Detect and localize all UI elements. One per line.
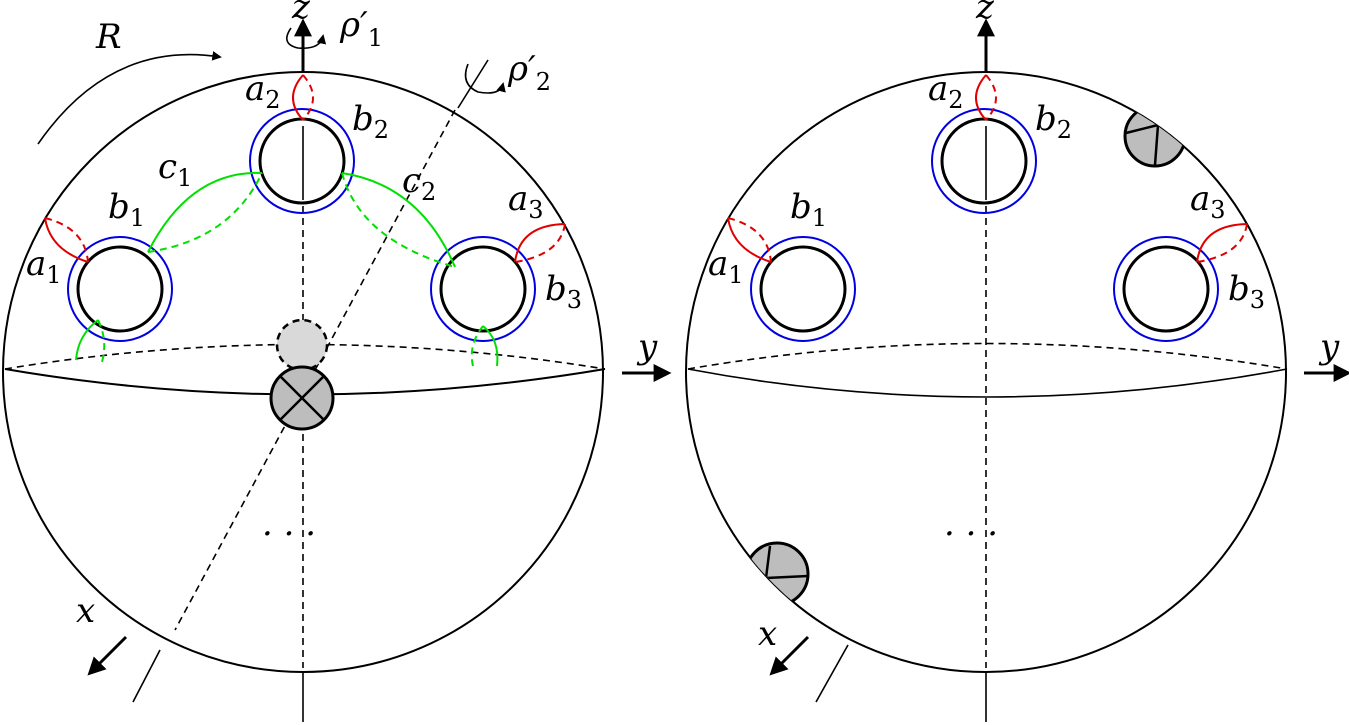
right-hole-1 bbox=[759, 245, 847, 333]
label-R: R bbox=[95, 17, 122, 57]
right-crosscap-bottom bbox=[744, 541, 810, 607]
label-rho1: ρ′1 bbox=[339, 5, 383, 52]
left-green-lower-1 bbox=[75, 319, 99, 361]
left-c1-curve-back bbox=[147, 172, 263, 253]
label-c2: c2 bbox=[402, 161, 436, 206]
right-a1-curve bbox=[727, 217, 772, 263]
left-sphere-diagram bbox=[2, 18, 672, 722]
label-x-right: x bbox=[758, 614, 777, 654]
right-x-axis-outer bbox=[815, 644, 849, 703]
right-a2-curve-back bbox=[985, 74, 997, 121]
left-rho1-rotation-icon bbox=[286, 27, 327, 50]
left-rho2-axis-bottom bbox=[132, 649, 161, 703]
left-rho2-axis-dashed bbox=[174, 109, 456, 631]
left-hole-2 bbox=[258, 117, 346, 205]
label-z-left: z bbox=[291, 0, 311, 27]
right-a2-curve bbox=[975, 74, 987, 121]
left-x-axis-arrow bbox=[87, 635, 128, 676]
label-b1-left: b1 bbox=[108, 187, 145, 232]
left-crosscap-back bbox=[275, 318, 329, 372]
label-b3-right: b3 bbox=[1228, 269, 1265, 314]
left-a2-curve-back bbox=[302, 74, 314, 121]
label-z-right: z bbox=[975, 0, 995, 27]
left-a3-curve-back bbox=[514, 223, 566, 263]
label-c1: c1 bbox=[158, 147, 192, 192]
left-crosscap-x-2 bbox=[279, 375, 325, 421]
right-equator-back bbox=[687, 342, 1288, 370]
left-green-lower-3-back bbox=[470, 325, 484, 367]
label-a2-left: a2 bbox=[245, 69, 281, 114]
left-hole-3 bbox=[439, 245, 527, 333]
right-hole-1-blue bbox=[750, 236, 856, 342]
right-crosscap-top bbox=[1123, 104, 1187, 168]
label-b3-left: b3 bbox=[545, 269, 582, 314]
left-a1-curve-back bbox=[44, 217, 89, 263]
left-rho2-axis-top bbox=[457, 59, 489, 109]
left-rho2-rotation-icon bbox=[464, 63, 506, 94]
right-hole-2 bbox=[940, 117, 1028, 205]
left-hole-1 bbox=[76, 245, 164, 333]
right-hole-3-blue bbox=[1113, 236, 1219, 342]
label-a3-left: a3 bbox=[508, 179, 544, 224]
label-a1-left: a1 bbox=[26, 244, 62, 289]
label-b2-left: b2 bbox=[352, 99, 389, 144]
left-r-rotation-arrow bbox=[37, 51, 222, 145]
right-a3-curve bbox=[1196, 223, 1248, 263]
left-a1-curve bbox=[44, 217, 89, 263]
right-sphere-diagram bbox=[685, 18, 1349, 722]
left-hole-3-blue bbox=[430, 236, 536, 342]
label-rho2: ρ′2 bbox=[507, 49, 551, 96]
right-hole-3 bbox=[1122, 245, 1210, 333]
label-y-left: y bbox=[636, 327, 658, 367]
label-b2-right: b2 bbox=[1035, 99, 1072, 144]
label-a1-right: a1 bbox=[708, 244, 744, 289]
label-b1-right: b1 bbox=[790, 187, 827, 232]
right-hole-2-blue bbox=[931, 108, 1037, 214]
right-x-axis-arrow bbox=[769, 635, 810, 676]
label-dots-left: · · · bbox=[262, 514, 316, 554]
right-a1-curve-back bbox=[727, 217, 772, 263]
left-a3-curve bbox=[514, 223, 566, 263]
left-c2-curve-back bbox=[341, 172, 456, 268]
label-x-left: x bbox=[76, 591, 95, 631]
left-c1-curve bbox=[147, 171, 263, 253]
left-green-lower-3 bbox=[482, 325, 499, 367]
left-c2-curve bbox=[341, 172, 456, 268]
label-dots-right: · · · bbox=[944, 514, 998, 554]
label-y-right: y bbox=[1318, 327, 1340, 367]
left-hole-1-blue bbox=[67, 236, 173, 342]
left-a2-curve bbox=[292, 74, 304, 121]
left-green-lower-1-back bbox=[97, 319, 106, 363]
label-a3-right: a3 bbox=[1190, 179, 1226, 224]
labels: R z ρ′1 ρ′2 a2 b2 c1 c2 b1 a3 a1 b3 y x … bbox=[26, 0, 1340, 654]
label-a2-right: a2 bbox=[928, 69, 964, 114]
right-a3-curve-back bbox=[1196, 223, 1248, 263]
right-equator-front bbox=[687, 368, 1288, 398]
left-hole-2-blue bbox=[249, 108, 355, 214]
